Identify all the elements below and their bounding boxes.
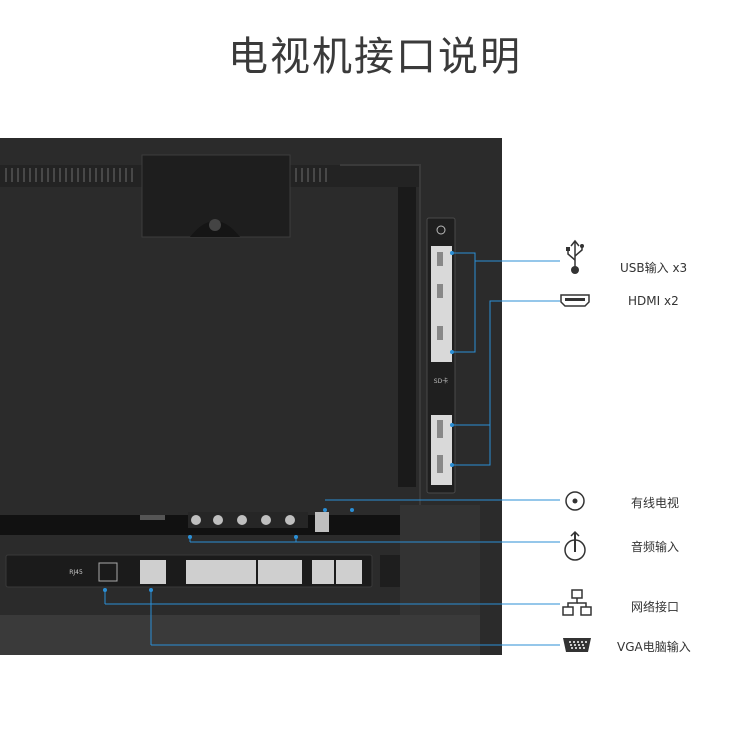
network-label: 网络接口 xyxy=(631,600,680,614)
coax-icon xyxy=(565,491,585,511)
hdmi-icon xyxy=(560,294,590,307)
svg-text:SD卡: SD卡 xyxy=(434,377,448,385)
usb-icon xyxy=(566,239,584,274)
usb-label: USB输入 x3 xyxy=(620,261,688,275)
svg-text:RJ45: RJ45 xyxy=(69,569,83,576)
audio-label: 音频输入 xyxy=(631,540,680,554)
network-icon xyxy=(562,589,592,616)
vga-icon xyxy=(563,638,591,652)
page-title: 电视机接口说明 xyxy=(228,34,522,80)
vga-label: VGA电脑输入 xyxy=(617,640,691,654)
coax-label: 有线电视 xyxy=(631,496,680,510)
hdmi-label: HDMI x2 xyxy=(628,294,679,308)
audio-icon xyxy=(564,530,586,561)
